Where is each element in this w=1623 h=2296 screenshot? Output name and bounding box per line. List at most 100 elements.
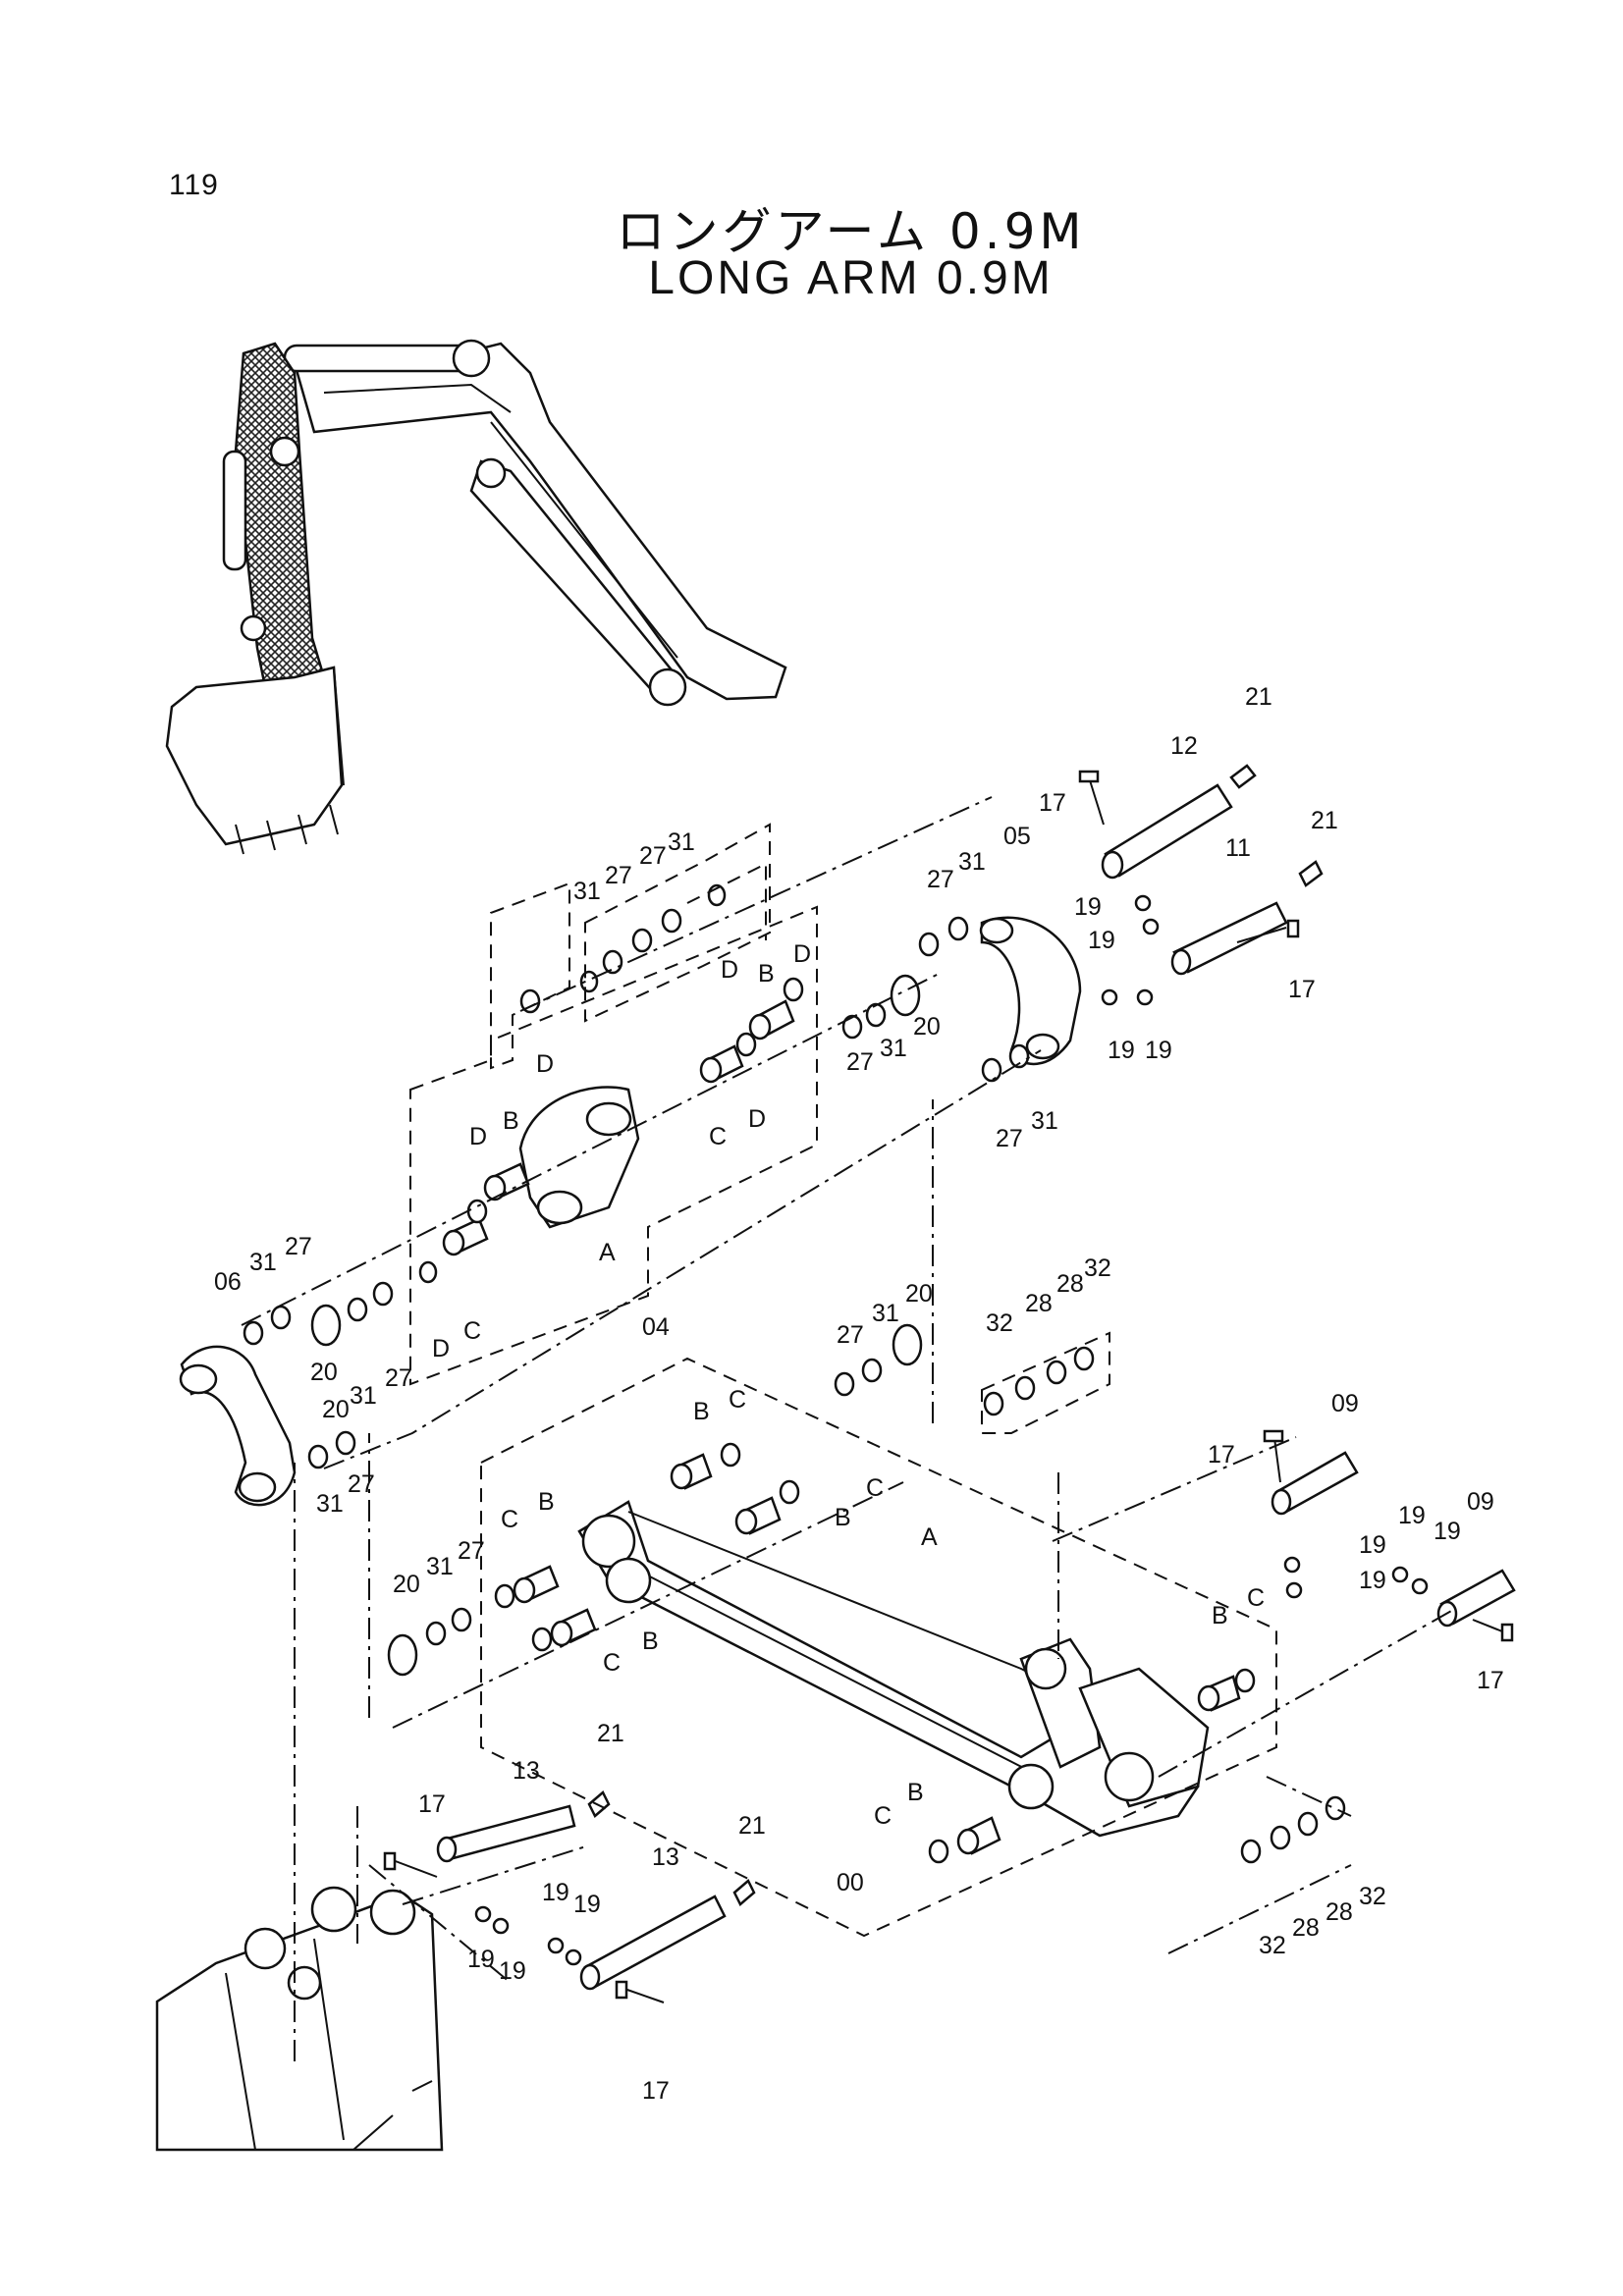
callout-label: 19: [1145, 1037, 1172, 1064]
callout-label: 27: [996, 1125, 1023, 1152]
link-04: [518, 1086, 640, 1229]
callout-label: 19: [1108, 1037, 1135, 1064]
callout-label: D: [469, 1123, 487, 1150]
callout-label: 32: [1359, 1883, 1386, 1910]
callout-label: 19: [542, 1879, 569, 1906]
callout-label: 04: [642, 1313, 670, 1341]
callout-label: 20: [905, 1280, 933, 1308]
washers-and-bushings: [243, 883, 1429, 1966]
callout-label: D: [748, 1105, 766, 1133]
callout-label: D: [432, 1335, 450, 1362]
callout-label: B: [503, 1107, 519, 1135]
callout-label: 19: [1359, 1531, 1386, 1559]
callout-label: 21: [738, 1812, 766, 1840]
callout-label: 17: [1288, 976, 1316, 1003]
callout-label: 32: [986, 1309, 1013, 1337]
callout-label: 28: [1292, 1914, 1320, 1942]
callout-label: 32: [1084, 1255, 1111, 1282]
plate-05: [979, 916, 1082, 1066]
callout-label: 31: [1031, 1107, 1058, 1135]
callout-label: 31: [668, 828, 695, 856]
callout-label: 31: [958, 848, 986, 876]
callout-label: 27: [348, 1470, 375, 1498]
callout-label: 27: [846, 1048, 874, 1076]
callout-label: B: [1212, 1602, 1228, 1629]
callout-label: 06: [214, 1268, 242, 1296]
callout-label: C: [1247, 1584, 1265, 1612]
callout-label: 13: [652, 1843, 679, 1871]
callout-label: 20: [393, 1571, 420, 1598]
callout-label: 27: [458, 1537, 485, 1565]
callout-label: B: [642, 1628, 659, 1655]
callout-label: 19: [467, 1946, 495, 1973]
callout-label: 17: [418, 1790, 446, 1818]
callout-label: C: [463, 1317, 481, 1345]
callout-label: B: [907, 1779, 924, 1806]
callout-label: 28: [1025, 1290, 1053, 1317]
callout-label: C: [874, 1802, 892, 1830]
callout-label: 00: [837, 1869, 864, 1896]
callout-label: C: [603, 1649, 621, 1677]
callout-label: C: [729, 1386, 746, 1414]
callout-label: 27: [927, 866, 954, 893]
callout-label: 31: [872, 1300, 899, 1327]
callout-label: 17: [1477, 1667, 1504, 1694]
callout-label: 20: [310, 1359, 338, 1386]
callout-label: 13: [513, 1757, 540, 1785]
callout-label: 28: [1056, 1270, 1084, 1298]
callout-label: 32: [1259, 1932, 1286, 1959]
callout-label: B: [758, 960, 775, 988]
plate-06: [179, 1345, 297, 1507]
pins: [436, 783, 1516, 1991]
title-japanese: ロングアーム 0.9M: [616, 203, 1086, 260]
callout-label: 19: [1359, 1567, 1386, 1594]
callout-label: 09: [1467, 1488, 1494, 1516]
callout-label: A: [599, 1239, 616, 1266]
callout-label: 17: [1208, 1441, 1235, 1468]
callout-label: 17: [1039, 789, 1066, 817]
title-english: LONG ARM 0.9M: [648, 252, 1054, 304]
callout-label: 21: [1245, 683, 1272, 711]
callout-label: B: [835, 1504, 851, 1531]
callout-label: 31: [573, 878, 601, 905]
callout-label: 20: [322, 1396, 350, 1423]
callout-label: B: [538, 1488, 555, 1516]
bucket-linkage-illustration: [155, 1886, 444, 2152]
callout-label: 12: [1170, 732, 1198, 760]
callout-label: D: [793, 940, 811, 968]
callout-label: D: [721, 956, 738, 984]
callout-label: 31: [249, 1249, 277, 1276]
arm-body-00: [577, 1500, 1210, 1838]
callout-label: 31: [350, 1382, 377, 1410]
assembly-centerlines: [241, 796, 1454, 2061]
callout-label: C: [501, 1506, 518, 1533]
callout-label: 19: [1074, 893, 1102, 921]
callout-label: 09: [1331, 1390, 1359, 1417]
callout-label: B: [693, 1398, 710, 1425]
callout-label: C: [866, 1474, 884, 1502]
callout-label: 27: [605, 862, 632, 889]
callout-label: D: [536, 1050, 554, 1078]
overview-machine-illustration: [165, 339, 787, 855]
callout-label: 31: [880, 1035, 907, 1062]
callout-label: A: [921, 1523, 938, 1551]
callout-label: 19: [499, 1957, 526, 1985]
callout-label: 28: [1325, 1898, 1353, 1926]
callout-label: 19: [1088, 927, 1115, 954]
callout-label: 27: [639, 842, 667, 870]
callout-label: 11: [1225, 834, 1251, 862]
callout-label: 21: [1311, 807, 1338, 834]
callout-label: 20: [913, 1013, 941, 1041]
callout-label: 31: [426, 1553, 454, 1580]
callout-label: 19: [1434, 1518, 1461, 1545]
callout-label: 21: [597, 1720, 624, 1747]
callout-label: 19: [1398, 1502, 1426, 1529]
callout-label: 27: [837, 1321, 864, 1349]
callout-label: 19: [573, 1891, 601, 1918]
callout-label: 27: [285, 1233, 312, 1260]
callout-label: 17: [642, 2077, 670, 2105]
callout-label: 31: [316, 1490, 344, 1518]
page-number: 119: [169, 169, 219, 201]
